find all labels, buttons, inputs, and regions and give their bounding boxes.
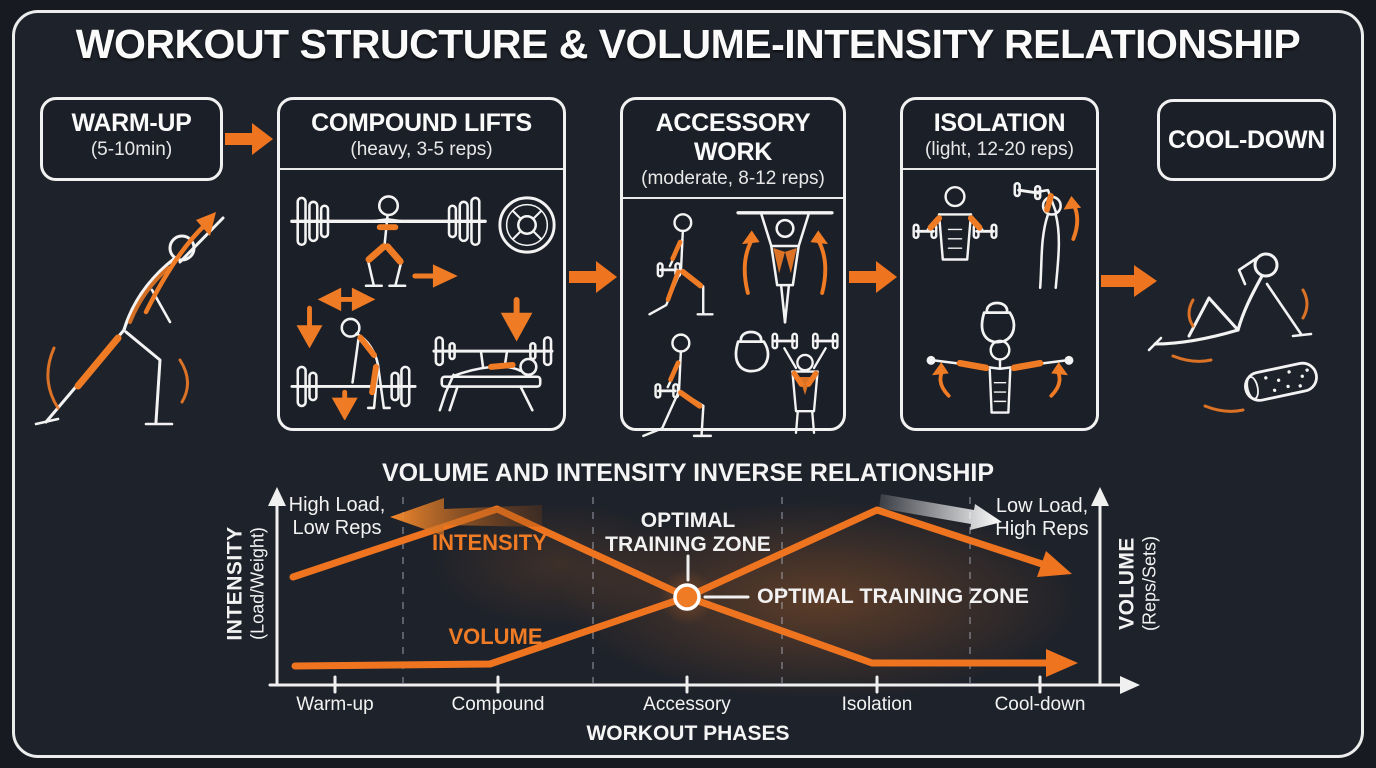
phase-subtitle: (moderate, 8-12 reps) xyxy=(641,168,825,189)
xtick-accessory: Accessory xyxy=(643,694,731,715)
flow-arrow-icon xyxy=(1101,265,1157,297)
curved-up-arrow-icon xyxy=(742,238,828,295)
kettlebell-icon xyxy=(734,330,770,373)
flow-arrow-icon xyxy=(225,123,273,155)
left-right-arrow-icon xyxy=(317,287,376,312)
optimal-zone-haze xyxy=(560,500,1080,700)
low-load-label: Low Load, High Reps xyxy=(995,495,1089,540)
flow-arrow-icon xyxy=(849,261,897,293)
intensity-line-label: INTENSITY xyxy=(432,530,547,555)
phase-box-compound: COMPOUND LIFTS (heavy, 3-5 reps) xyxy=(277,97,566,431)
high-load-label: High Load, Low Reps xyxy=(288,494,386,539)
tricep-extension-figure xyxy=(1013,182,1082,290)
phase-box-cooldown: COOL-DOWN xyxy=(1157,99,1336,181)
xtick-compound: Compound xyxy=(451,694,545,715)
optimal-zone-label: OPTIMAL TRAINING ZONE xyxy=(605,509,771,556)
side-stretch-figure xyxy=(34,212,225,426)
stretch-direction-arrow-icon xyxy=(143,221,209,315)
deadlift-figure xyxy=(290,305,417,420)
phase-subtitle: (heavy, 3-5 reps) xyxy=(350,139,493,160)
down-arrow-icon xyxy=(331,389,358,420)
phase-title: COOL-DOWN xyxy=(1168,126,1325,154)
optimal-zone-callout: OPTIMAL TRAINING ZONE xyxy=(757,584,1029,608)
page-title: WORKOUT STRUCTURE & VOLUME-INTENSITY REL… xyxy=(75,21,1301,67)
down-arrow-icon xyxy=(500,296,533,342)
phase-title: ACCESSORY WORK xyxy=(655,109,811,166)
chart-title: VOLUME AND INTENSITY INVERSE RELATIONSHI… xyxy=(381,459,995,487)
phase-gridlines xyxy=(402,497,971,683)
bench-press-figure xyxy=(432,296,554,412)
dumbbell-lunge-figure xyxy=(648,213,714,316)
foam-roller-icon xyxy=(1244,361,1318,402)
phase-box-isolation: ISOLATION (light, 12-20 reps) xyxy=(900,97,1099,431)
pull-up-figure xyxy=(736,211,834,324)
phase-title: COMPOUND LIFTS xyxy=(311,109,532,137)
barbell-squat-figure xyxy=(290,195,487,312)
phase-box-warmup: WARM-UP (5-10min) xyxy=(40,97,223,181)
phase-box-accessory: ACCESSORY WORK (moderate, 8-12 reps) xyxy=(620,97,846,438)
curved-up-arrow-icon xyxy=(1063,195,1082,241)
phase-title: WARM-UP xyxy=(71,109,192,137)
phase-subtitle: (5-10min) xyxy=(90,139,173,160)
right-axis-label: VOLUME (Reps/Sets) xyxy=(1115,535,1160,632)
kneeling-lunge-figure xyxy=(642,333,713,438)
flow-arrow-icon xyxy=(569,261,617,293)
xtick-cooldown: Cool-down xyxy=(994,694,1086,715)
left-axis-label: INTENSITY (Load/Weight) xyxy=(223,526,268,641)
xtick-warmup: Warm-up xyxy=(296,694,374,715)
low-load-arrow-icon xyxy=(879,494,1002,530)
overhead-press-figure xyxy=(771,332,839,434)
curved-up-arrow-icon xyxy=(931,362,1069,398)
xtick-isolation: Isolation xyxy=(841,694,913,715)
lateral-raise-figure xyxy=(926,339,1074,414)
optimal-zone-marker xyxy=(659,554,750,625)
x-axis-title: WORKOUT PHASES xyxy=(586,722,790,745)
weight-plate-icon xyxy=(498,196,556,254)
phase-title: ISOLATION xyxy=(933,109,1066,137)
phase-subtitle: (light, 12-20 reps) xyxy=(925,139,1074,160)
high-load-arrow-icon xyxy=(390,498,542,536)
volume-line-label: VOLUME xyxy=(448,624,543,649)
seated-stretch-figure xyxy=(1147,252,1318,413)
chart-axes xyxy=(268,487,1140,694)
down-arrow-icon xyxy=(296,305,323,349)
right-arrow-icon xyxy=(412,264,458,288)
bicep-curl-figure xyxy=(912,185,998,261)
